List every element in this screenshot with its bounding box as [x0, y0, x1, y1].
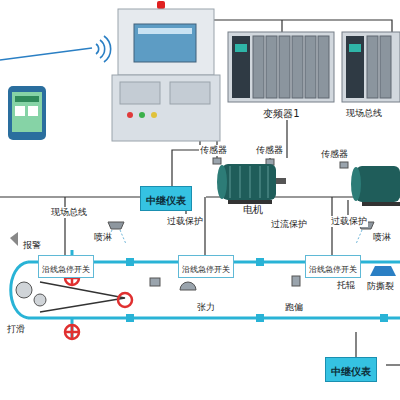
- node-text: 电机: [241, 204, 265, 216]
- part-label: 现场总线: [345, 108, 383, 119]
- part-label: 现场总线: [50, 207, 88, 218]
- part-label: 传感器: [255, 145, 284, 156]
- connector-line: [286, 120, 287, 158]
- emergency-stop-box: 沿线急停开关: [38, 255, 94, 278]
- part-label: 防撕裂: [366, 281, 395, 292]
- node-text: 中继仪表: [146, 195, 186, 206]
- part-label: 跑偏: [284, 302, 304, 313]
- inverter-rack: 变频器1: [228, 30, 335, 120]
- part-label: 过载保护: [166, 216, 204, 227]
- part-label: 传感器: [320, 149, 349, 160]
- motor: 电机: [213, 158, 293, 216]
- part-label: 报警: [22, 240, 42, 251]
- emergency-stop-box: 沿线急停开关: [305, 255, 361, 278]
- node-text: 中继仪表: [331, 366, 371, 377]
- part-label: 喷淋: [372, 232, 392, 243]
- node-text: 沿线急停开关: [42, 265, 90, 274]
- node-text: 沿线急停开关: [309, 265, 357, 274]
- part-label: 过流保护: [270, 219, 308, 230]
- emergency-stop-box: 沿线急停开关: [178, 255, 234, 278]
- relay-meter-box: 中继仪表: [140, 186, 192, 211]
- part-label: 张力: [196, 302, 216, 313]
- part-label: 过载保护: [330, 216, 368, 227]
- relay-meter-box: 中继仪表: [325, 357, 377, 382]
- node-text: 变频器1: [261, 108, 301, 120]
- node-text: 沿线急停开关: [182, 265, 230, 274]
- part-label: 喷淋: [93, 232, 113, 243]
- part-label: 传感器: [199, 145, 228, 156]
- part-label: 打滑: [6, 324, 26, 335]
- part-label: 托辊: [336, 280, 356, 291]
